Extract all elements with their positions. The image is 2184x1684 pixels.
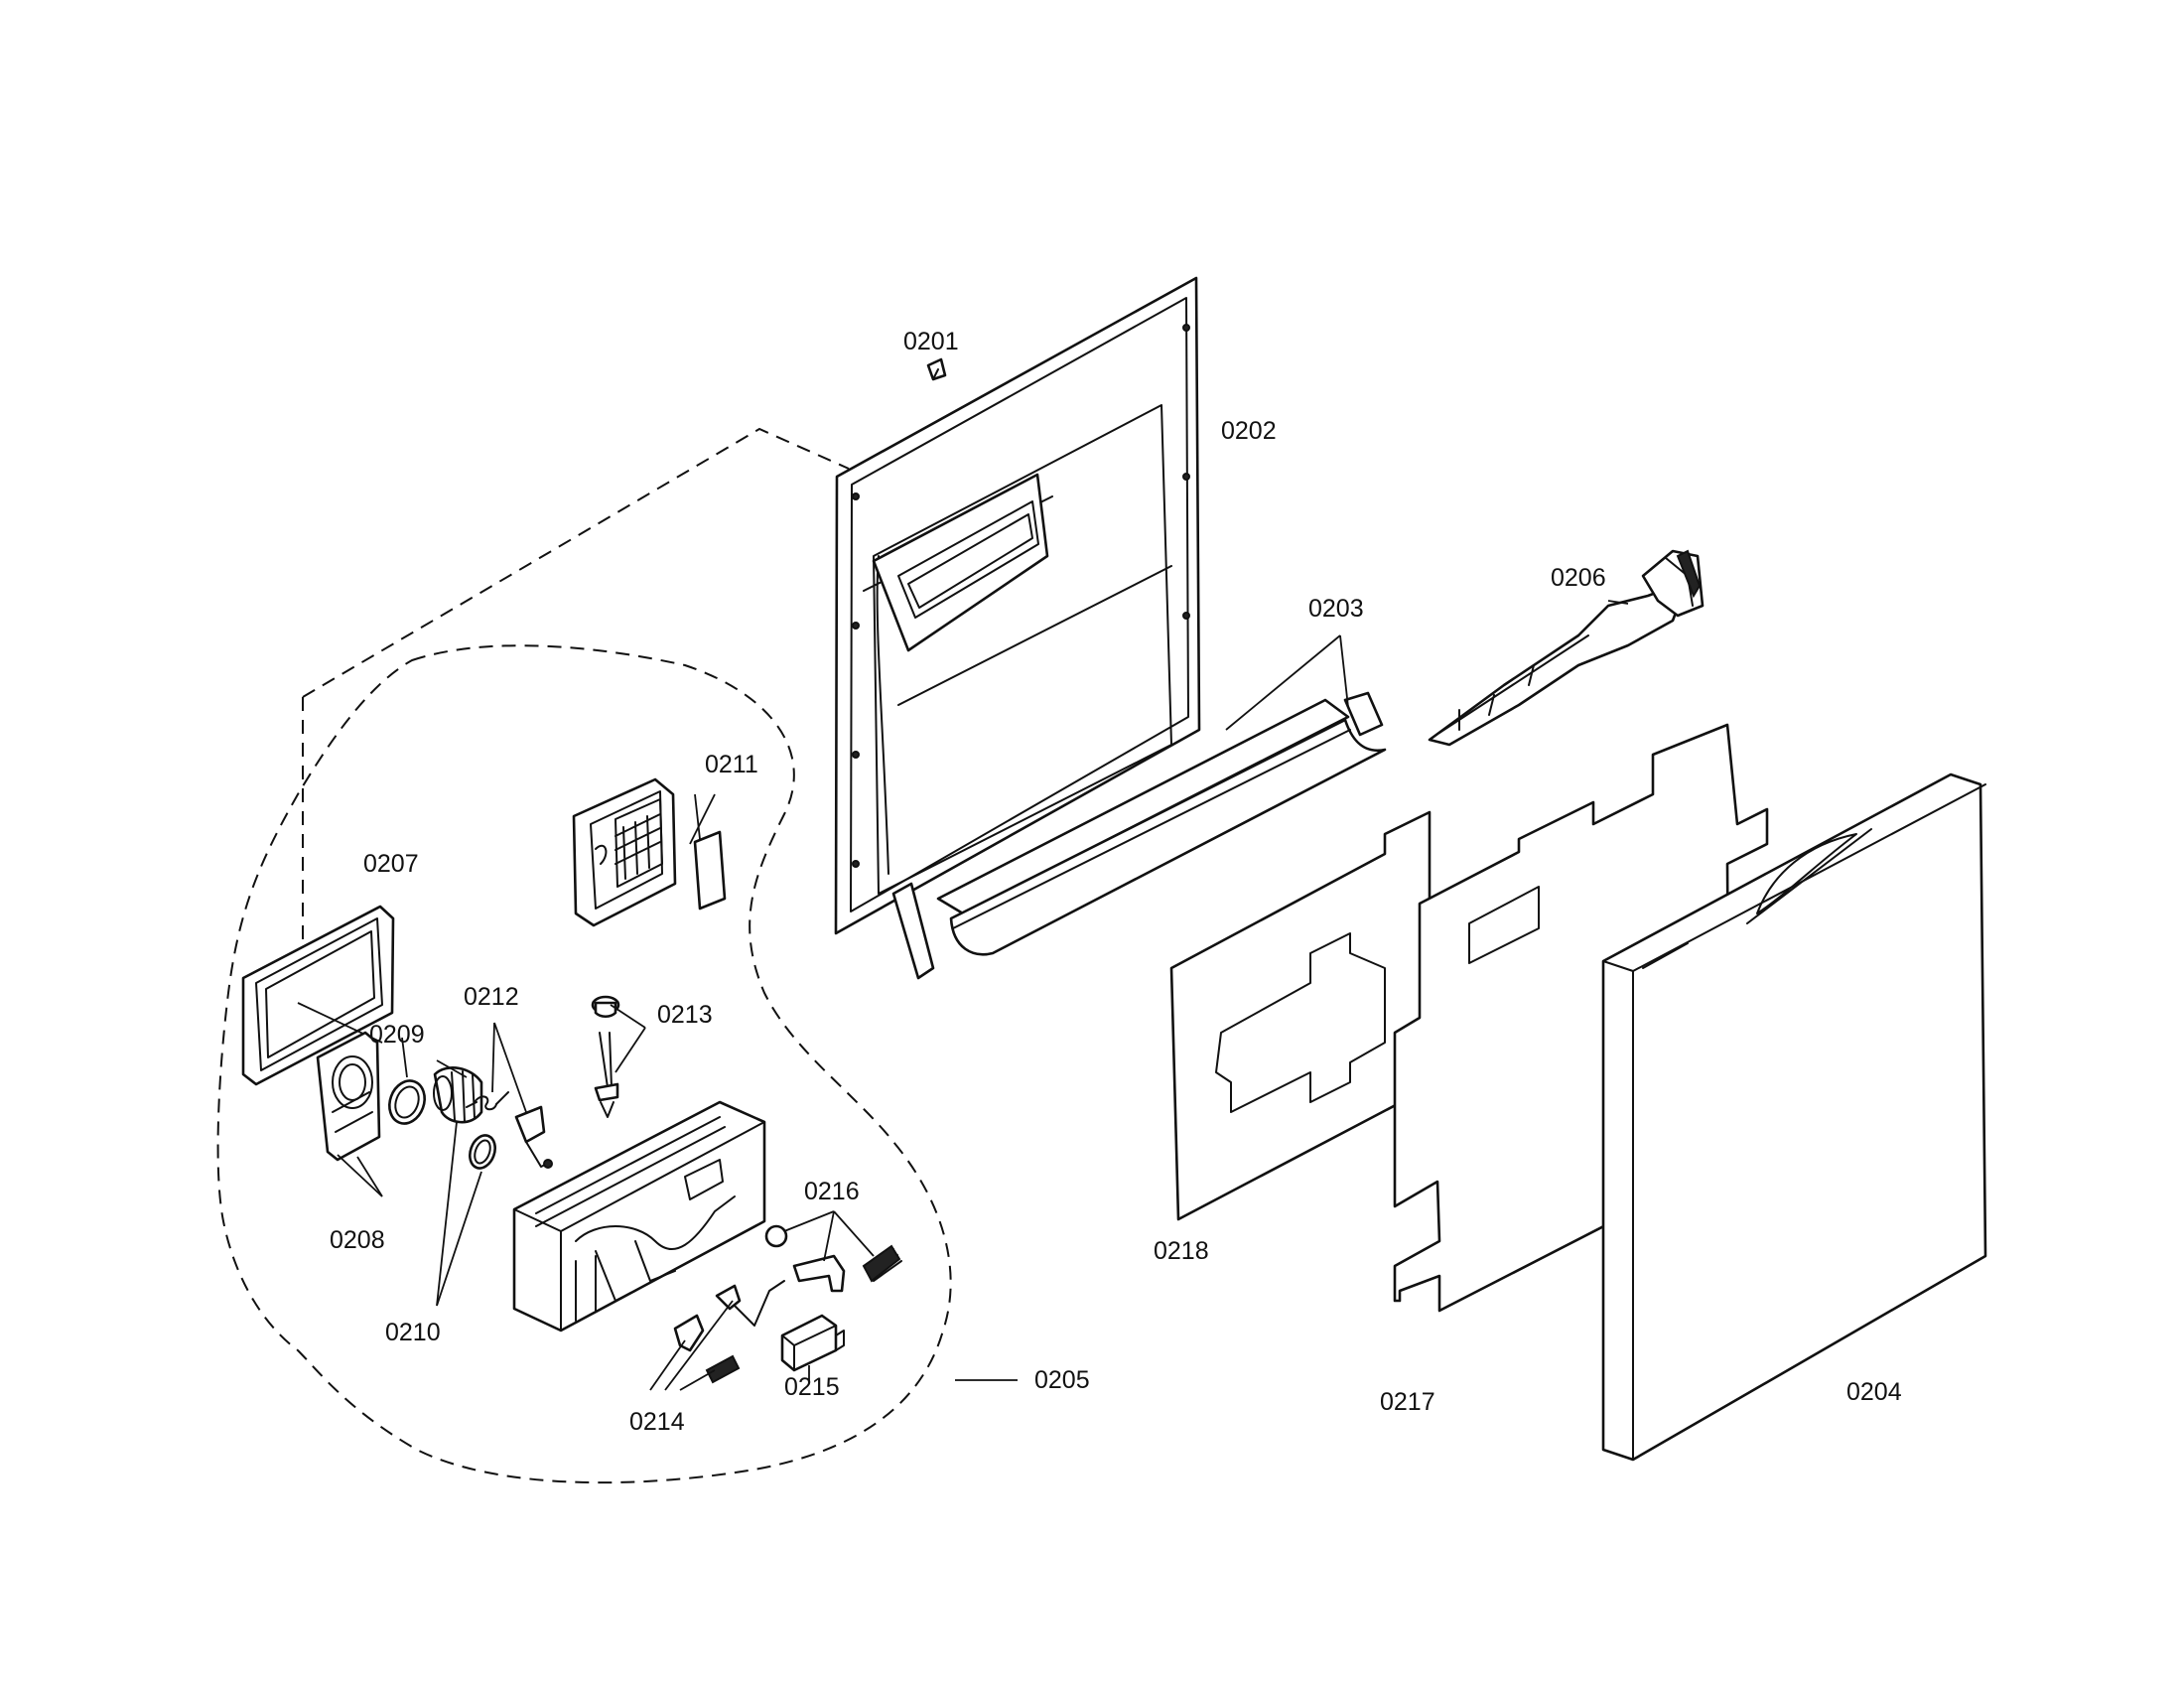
callout-0204: 0204 — [1846, 1378, 1902, 1406]
callout-0202: 0202 — [1221, 417, 1277, 445]
callout-0209: 0209 — [369, 1021, 425, 1049]
callout-0206: 0206 — [1551, 564, 1606, 592]
part-0214-levers-spring — [673, 1280, 785, 1384]
part-0204-outer-door-panel — [1601, 772, 1987, 1462]
part-dispenser-housing — [512, 1100, 766, 1333]
part-0212-spring-lever — [466, 1091, 553, 1169]
part-0211-filter-housing — [572, 777, 727, 927]
callout-0217: 0217 — [1380, 1388, 1435, 1416]
leader-lines — [337, 600, 1629, 1391]
callout-0208: 0208 — [330, 1226, 385, 1254]
callout-0215: 0215 — [784, 1373, 840, 1401]
callout-0203: 0203 — [1308, 595, 1364, 623]
callout-0210: 0210 — [385, 1319, 441, 1346]
part-0216-ball-lever-spring — [764, 1224, 902, 1293]
callout-0216: 0216 — [804, 1178, 860, 1205]
callout-0212: 0212 — [464, 983, 519, 1011]
part-0213-plunger — [591, 995, 620, 1118]
part-0218-insulation — [1169, 810, 1432, 1221]
part-0215-switch — [780, 1314, 845, 1372]
callout-0214: 0214 — [629, 1408, 685, 1436]
subassembly-0205-outline — [216, 427, 952, 1484]
callout-labels: 0201 0202 0203 0204 0205 0206 0207 0208 … — [330, 328, 1902, 1436]
part-0202-inner-door — [834, 276, 1201, 935]
part-0210-cap-and-ring — [433, 1066, 496, 1170]
callout-0211: 0211 — [705, 751, 758, 778]
part-0209-ring — [388, 1079, 426, 1125]
part-0203-door-seal-strip — [891, 691, 1387, 980]
callout-0205: 0205 — [1034, 1366, 1090, 1394]
callout-0218: 0218 — [1154, 1237, 1209, 1265]
callout-0213: 0213 — [657, 1001, 713, 1029]
part-0208-cap-holder — [316, 1031, 381, 1162]
part-0201-screw — [926, 357, 947, 381]
part-0207-gasket-frame — [241, 905, 395, 1086]
callout-0207: 0207 — [363, 850, 419, 878]
part-0206-hinge-bracket — [1428, 549, 1705, 747]
callout-0201: 0201 — [903, 328, 959, 355]
